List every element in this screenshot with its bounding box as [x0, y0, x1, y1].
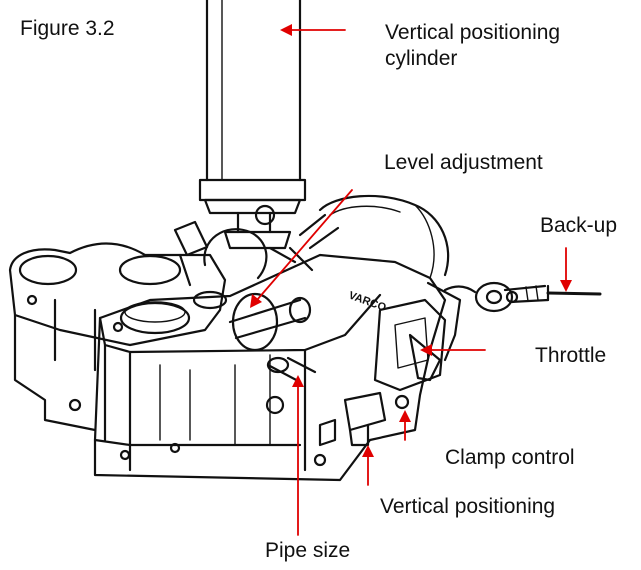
arrow-vertical-positioning-cylinder	[280, 24, 346, 36]
label-throttle: Throttle	[535, 344, 607, 367]
rear-housing-drawing	[8, 242, 227, 432]
label-vertical-positioning: Vertical positioning	[380, 495, 556, 518]
label-clamp-control: Clamp control	[445, 446, 575, 469]
label-pipe-size: Pipe size	[265, 539, 351, 562]
label-level-adjustment: Level adjustment	[384, 151, 543, 174]
throttle-housing-drawing	[373, 281, 462, 392]
arrow-level-adjustment	[250, 189, 353, 308]
label-vertical-positioning-cylinder: Vertical positioning cylinder	[385, 20, 560, 73]
cylinder-drawing	[198, 0, 307, 250]
label-vertical-positioning-cylinder-line2: cylinder	[385, 47, 458, 71]
motor-drawing	[298, 194, 450, 279]
pipe-size-pin-drawing	[266, 356, 317, 384]
arrow-pipe-size	[292, 375, 304, 536]
level-adjustment-drawing	[173, 204, 314, 352]
main-housing-drawing: VARCO	[93, 253, 447, 482]
label-vertical-positioning-cylinder-line1: Vertical positioning	[385, 21, 561, 44]
arrow-back-up	[560, 247, 572, 292]
label-back-up: Back-up	[540, 214, 618, 237]
arrow-throttle	[420, 344, 486, 356]
back-up-clevis-drawing	[443, 281, 602, 313]
arrow-clamp-control	[399, 410, 411, 441]
arrow-vertical-positioning	[362, 445, 374, 486]
figure-title: Figure 3.2	[20, 17, 115, 40]
clamp-control-drawing	[318, 391, 410, 447]
